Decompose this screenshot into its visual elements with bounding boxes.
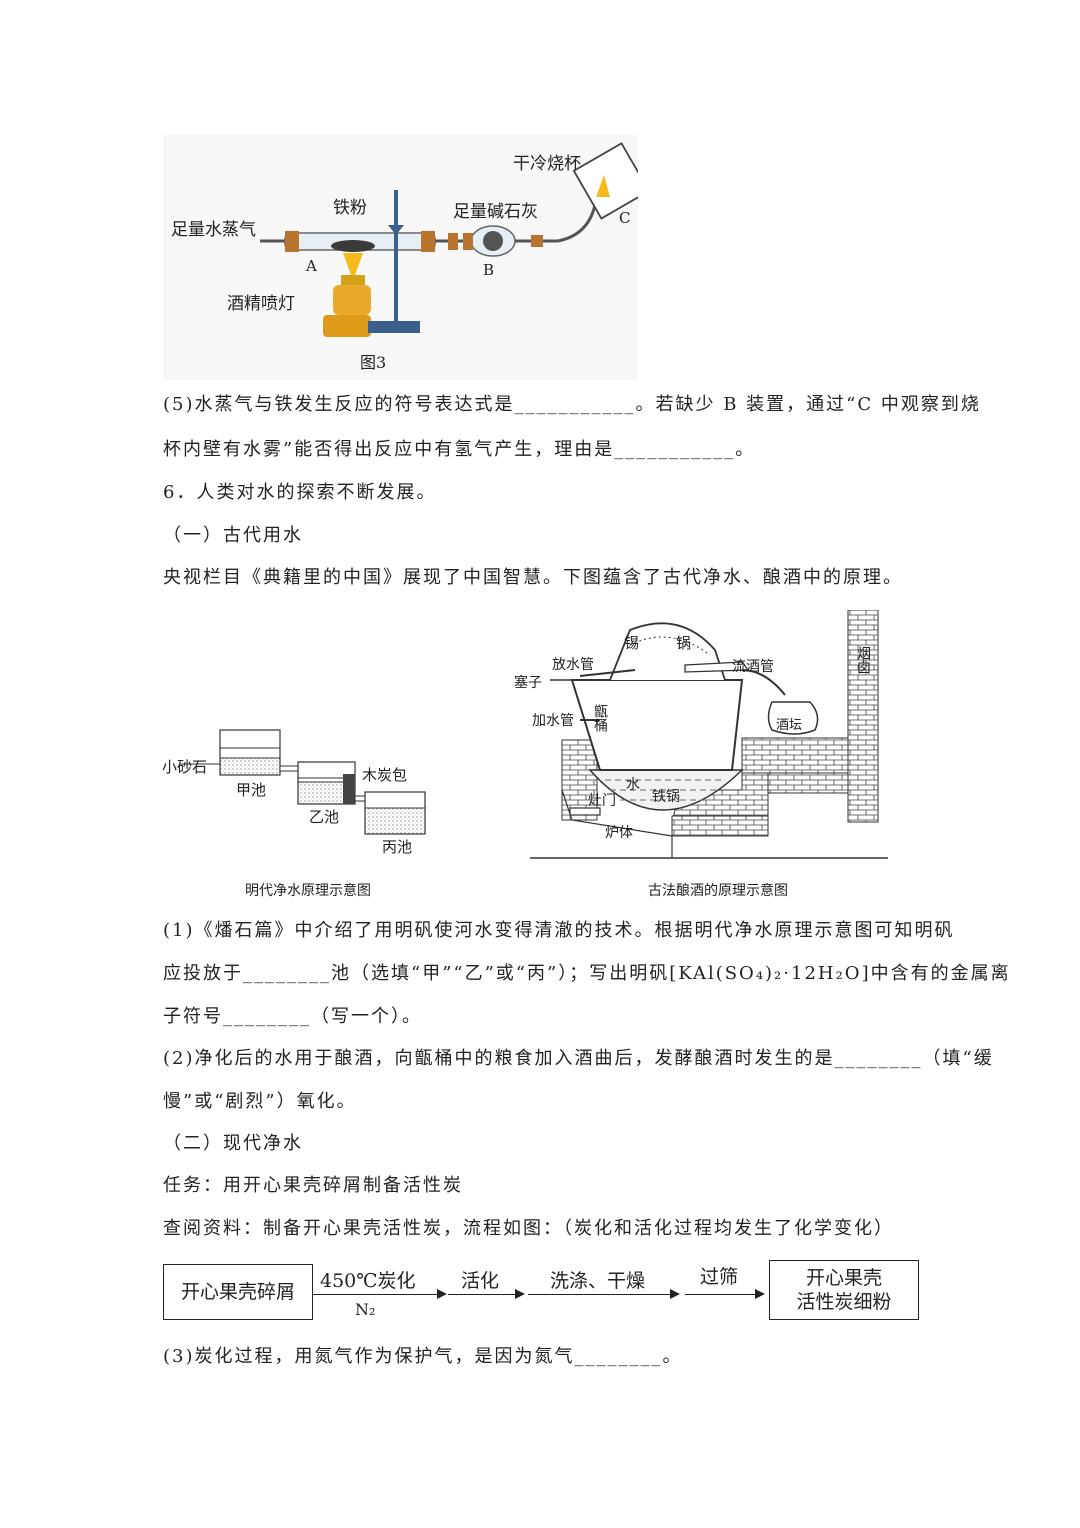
flow-arrow-3 [528,1289,680,1299]
q5-line-1: (5)水蒸气与铁发生反应的符号表达式是___________。若缺少 B 装置，… [163,394,981,415]
label-chimney: 烟囱 [855,646,871,674]
label-water: 水 [626,777,640,793]
label-bucket: 甑桶 [592,704,608,732]
q5-line-2: 杯内壁有水雾”能否得出反应中有氢气产生，理由是___________。 [163,439,756,460]
label-plug: 塞子 [514,675,542,691]
flow-arrow-1 [313,1289,447,1299]
label-pot: 锅 [676,634,692,652]
label-charcoal: 木炭包 [362,766,408,784]
flow-step-1: 450℃炭化 [320,1270,416,1292]
label-lamp: 酒精喷灯 [227,294,295,314]
flow-arrow-4 [685,1289,765,1299]
wine-figure-caption: 古法酿酒的原理示意图 [648,883,788,899]
label-beaker: 干冷烧杯 [513,154,581,174]
label-sand: 小砂石 [162,758,208,776]
label-jar: 酒坛 [776,718,803,733]
ming-figure-caption: 明代净水原理示意图 [245,883,371,899]
q3-line-1: (3)炭化过程，用氮气作为保护气，是因为氮气________。 [163,1346,683,1367]
flow-end-label-1: 开心果壳 [805,1267,882,1289]
lamp-flame-icon [343,253,363,275]
label-wine-pipe: 流酒管 [732,659,774,675]
q2-line-1: (2)净化后的水用于酿酒，向甑桶中的粮食加入酒曲后，发酵酿酒时发生的是_____… [163,1048,994,1069]
wine-making-figure: 锡 锅 放水管 流酒管 塞子 烟囱 加水管 甑桶 酒坛 水 铁锅 灶门 炉体 [510,609,890,870]
flow-step-2: 活化 [461,1270,500,1292]
q6-title: 6．人类对水的探索不断发展。 [163,482,437,503]
flow-step-3: 洗涤、干燥 [550,1270,646,1292]
wine-making-diagram [530,609,888,859]
q6-section-1: （一）古代用水 [163,525,303,546]
label-jia: 甲池 [236,781,267,799]
flow-start-box: 开心果壳碎屑 [163,1264,313,1320]
label-tin: 锡 [624,634,640,652]
section-2-title: （二）现代净水 [163,1133,303,1154]
label-door: 灶门 [588,793,616,809]
label-b: B [483,261,495,279]
label-bing: 丙池 [382,838,413,856]
flow-step-4: 过筛 [700,1266,739,1288]
q1-line-1: (1)《燔石篇》中介绍了用明矾使河水变得清澈的技术。根据明代净水原理示意图可知明… [163,920,955,941]
label-fill-pipe: 加水管 [532,713,574,729]
ming-purification-figure: 小砂石 甲池 木炭包 乙池 丙池 [160,720,460,860]
flow-step-1-gas: N₂ [355,1300,376,1319]
section-2-info: 查阅资料：制备开心果壳活性炭，流程如图：（炭化和活化过程均发生了化学变化） [163,1218,894,1239]
label-drain-pipe: 放水管 [552,657,594,673]
figure-3-caption: 图3 [360,353,387,372]
q1-line-2: 应投放于________池（选填“甲”“乙”或“丙”）；写出明矾[KAl(SO₄… [163,963,1011,984]
flow-end-box: 开心果壳 活性炭细粉 [769,1260,919,1320]
label-sodalime: 足量碱石灰 [453,202,538,222]
section-2-task: 任务：用开心果壳碎屑制备活性炭 [163,1175,463,1196]
label-c: C [619,209,631,227]
hydrogen-flame-icon [596,175,610,197]
ming-purification-diagram [180,729,426,835]
iron-steam-apparatus [163,135,651,380]
label-iron: 铁粉 [333,198,367,218]
q2-line-2: 慢”或“剧烈”）氧化。 [163,1091,357,1112]
label-furnace: 炉体 [605,825,633,841]
label-iron-pot: 铁锅 [652,789,680,805]
flow-start-label: 开心果壳碎屑 [180,1281,295,1303]
figure-3: 干冷烧杯 足量水蒸气 铁粉 足量碱石灰 酒精喷灯 A B C 图3 [163,135,651,380]
q1-line-3: 子符号________（写一个）。 [163,1006,422,1027]
flow-arrow-2 [448,1289,525,1299]
label-steam: 足量水蒸气 [171,220,256,240]
q6-intro: 央视栏目《典籍里的中国》展现了中国智慧。下图蕴含了古代净水、酿酒中的原理。 [163,567,903,588]
label-a: A [306,257,317,275]
flow-end-label-2: 活性炭细粉 [796,1291,892,1313]
label-yi: 乙池 [309,808,340,826]
